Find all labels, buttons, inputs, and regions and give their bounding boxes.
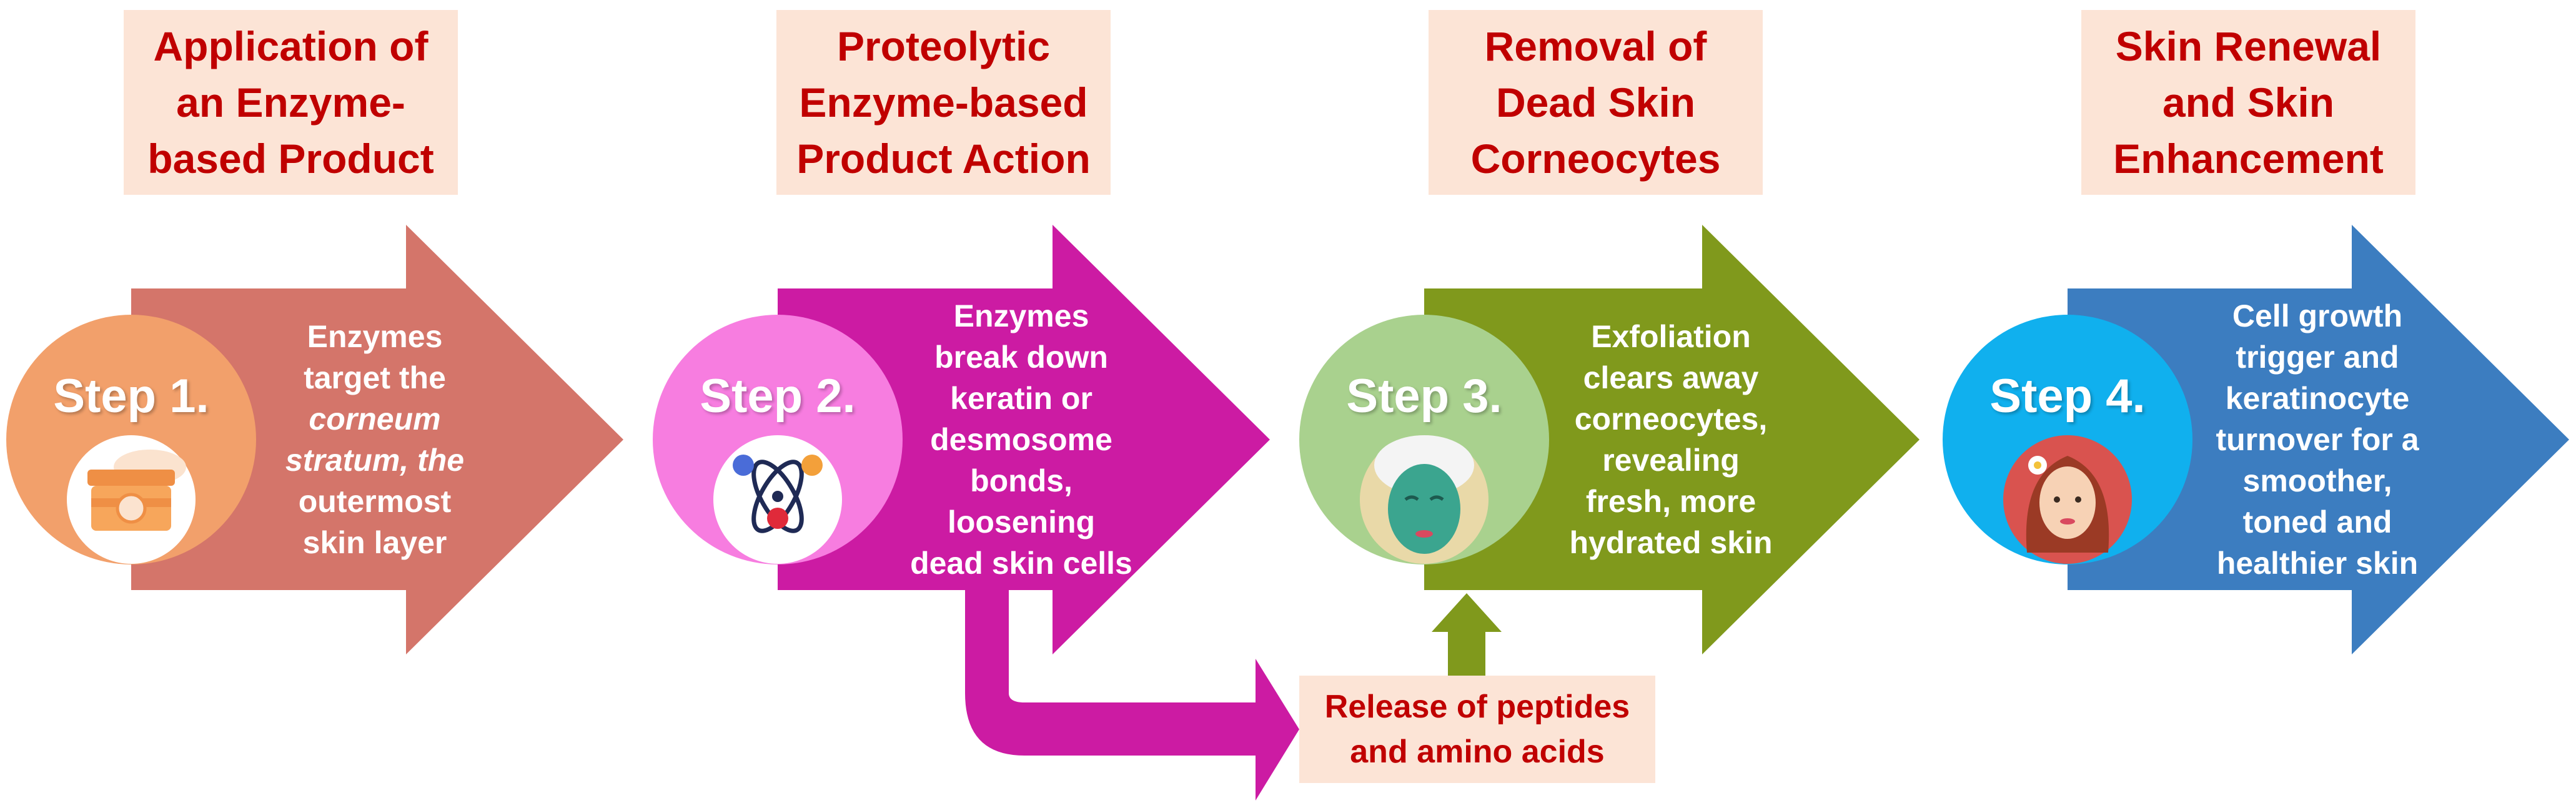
release-line: and amino acids [1350,734,1605,770]
step-4-description-line: Cell growth [2232,298,2403,333]
step-2-description-line: desmosome [930,422,1112,457]
step-3 [1299,225,1920,654]
step-2-label: Step 2. [700,370,856,423]
step-3-title-line: Corneocytes [1470,135,1721,182]
step-2-title-line: Proteolytic [836,23,1051,69]
step-4-description-line: keratinocyte [2225,381,2410,416]
step-4-title-line: Skin Renewal [2115,23,2382,69]
step-4-title: Skin Renewal and Skin Enhancement [2081,10,2415,195]
step-3-description-line: Exfoliation [1591,319,1751,354]
step-2 [653,225,1270,654]
step-4-description-line: smoother, [2242,463,2392,498]
step-4-description-line: turnover for a [2216,422,2419,457]
step-1-description-line: corneum [309,402,441,436]
step-3-description: Exfoliation clears away corneocytes, rev… [1540,316,1802,563]
step-2-description-line: Enzymes [953,298,1089,333]
face-mask-icon [1360,435,1489,564]
step-1-description-line: target the [304,360,446,395]
step-4 [1943,225,2569,654]
step-4-description: Cell growth trigger and keratinocyte tur… [2186,295,2449,584]
step-1-title: Application of an Enzyme- based Product [124,10,458,195]
step-4-title-line: Enhancement [2113,135,2384,182]
release-line: Release of peptides [1324,689,1630,725]
step-2-description: Enzymes break down keratin or desmosome … [890,295,1152,584]
step-1-description-line: stratum, the [285,443,465,478]
step-2-arrow [778,225,1270,654]
step-3-description-line: clears away [1583,360,1759,395]
step-3-label: Step 3. [1346,370,1502,423]
step-2-title-line: Product Action [796,135,1091,182]
step-4-description-line: trigger and [2236,340,2399,375]
molecule-icon [713,435,842,564]
release-box: Release of peptides and amino acids [1299,676,1655,783]
step-1-arrow [131,225,623,654]
step-3-title-line: Removal of [1484,23,1707,69]
step-1-title-line: Application of [153,23,429,69]
step-2-description-line: bonds, [970,463,1073,498]
step-2-description-line: break down [934,340,1108,375]
step-1-description: Enzymes target the corneum stratum, the … [244,316,506,563]
step-3-description-line: revealing [1602,443,1740,478]
release-up-arrow [1432,593,1502,676]
step-4-label: Step 4. [1989,370,2146,423]
step-1-label: Step 1. [53,370,209,423]
step-1-description-line: skin layer [302,525,447,560]
step-3-description-line: corneocytes, [1574,402,1768,436]
step-2-description-line: loosening [947,505,1096,539]
step-4-description-line: healthier skin [2216,546,2419,581]
step-2-description-line: dead skin cells [910,546,1132,581]
step-3-title: Removal of Dead Skin Corneocytes [1429,10,1763,195]
step-3-description-line: fresh, more [1585,484,1756,519]
step-1-title-line: an Enzyme- [176,79,405,126]
step-4-title-line: and Skin [2162,79,2335,126]
step-3-arrow [1424,225,1920,654]
step-2-description-line: keratin or [950,381,1092,416]
step-3-title-line: Dead Skin [1495,79,1696,126]
woman-face-icon [2003,435,2132,564]
step-1-description-line: outermost [298,484,452,519]
release-connector-arrow [965,581,1299,801]
cream-jar-icon [67,435,196,564]
step-1-title-line: based Product [147,135,434,182]
step-4-arrow [2068,225,2569,654]
step-2-title-line: Enzyme-based [799,79,1088,126]
step-3-description-line: hydrated skin [1569,525,1773,560]
step-1-description-line: Enzymes [307,319,443,354]
step-4-description-line: toned and [2242,505,2392,539]
step-2-title: Proteolytic Enzyme-based Product Action [776,10,1111,195]
step-1 [6,225,623,654]
